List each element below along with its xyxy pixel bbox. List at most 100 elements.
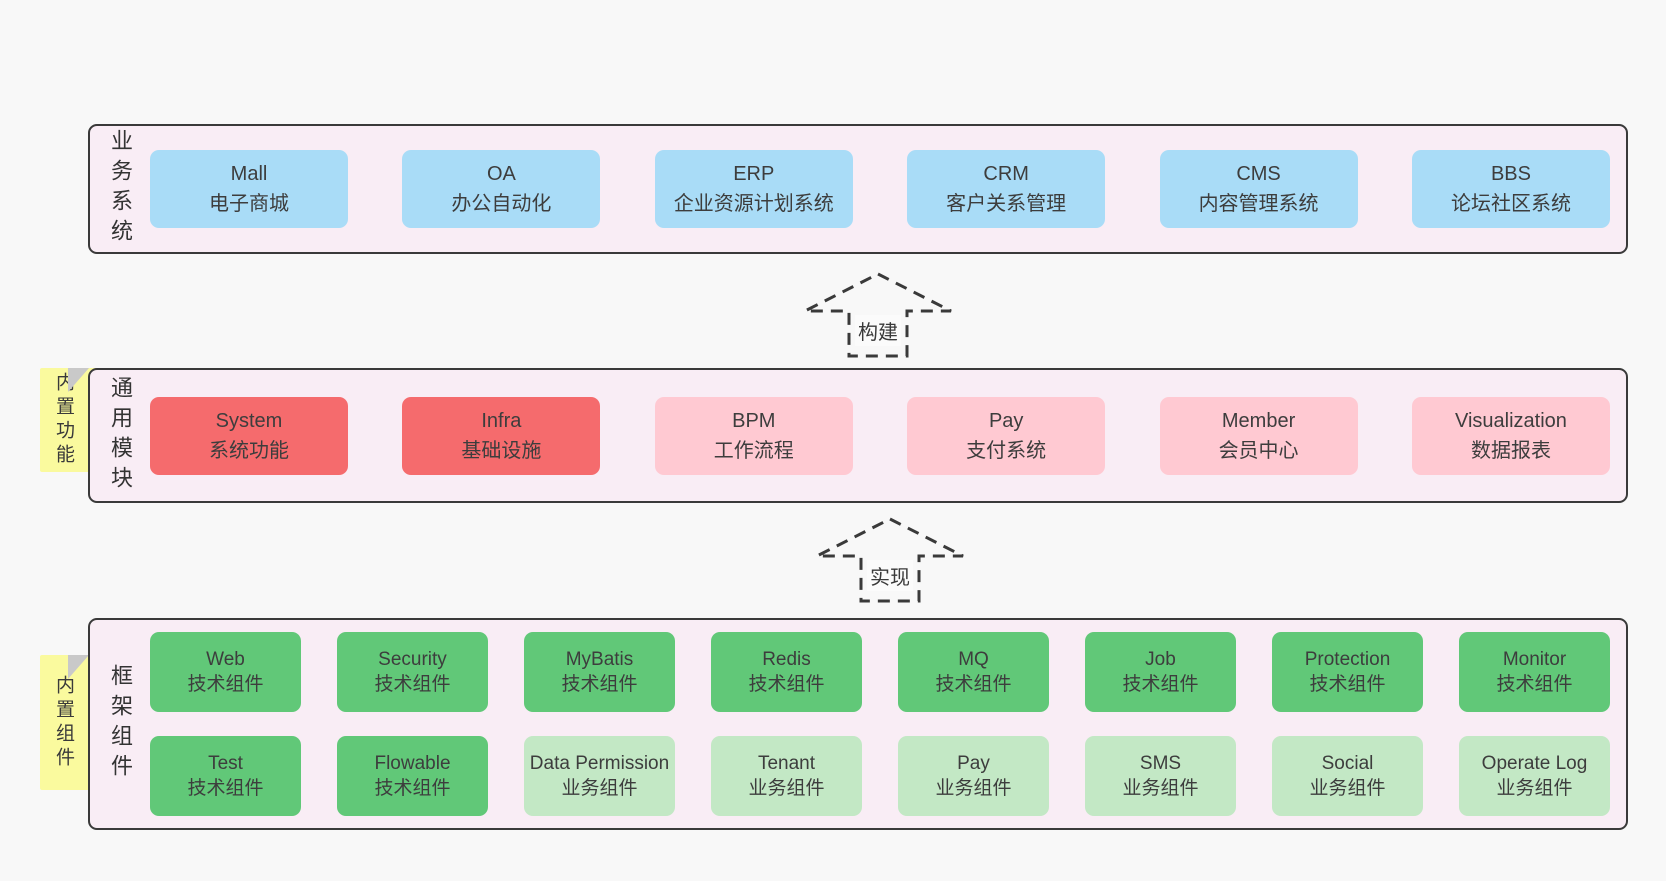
box-security: Security 技术组件 (337, 632, 488, 712)
box-bpm: BPM 工作流程 (654, 396, 853, 475)
box-protection: Protection 技术组件 (1272, 632, 1423, 712)
box-data-permission: Data Permission 业务组件 (524, 736, 675, 816)
box-subtitle: 客户关系管理 (946, 193, 1067, 215)
box-title: Member (1221, 409, 1296, 432)
modules-box-row: System 系统功能 Infra 基础设施 BPM 工作流程 Pay 支付系统… (150, 396, 1610, 475)
box-subtitle: 技术组件 (1309, 674, 1386, 695)
box-subtitle: 数据报表 (1470, 439, 1551, 462)
box-subtitle: 业务组件 (1122, 778, 1199, 799)
box-title: Infra (481, 409, 522, 432)
box-subtitle: 业务组件 (1309, 778, 1386, 799)
box-title: Security (378, 648, 447, 670)
box-system: System 系统功能 (150, 396, 348, 475)
box-title: System (215, 409, 283, 432)
box-member: Member 会员中心 (1159, 396, 1358, 475)
box-mall: Mall 电子商城 (150, 150, 348, 228)
section-vertical-label: 通用模块 (90, 370, 150, 501)
up-arrow-icon (804, 272, 952, 358)
box-title: Flowable (374, 752, 451, 774)
box-title: Monitor (1502, 648, 1567, 670)
box-subtitle: 支付系统 (966, 439, 1047, 462)
box-subtitle: 技术组件 (1122, 674, 1199, 695)
box-subtitle: 工作流程 (713, 439, 794, 462)
sticky-note-label: 内置组件 (53, 674, 74, 771)
box-mybatis: MyBatis 技术组件 (524, 632, 675, 712)
box-operate-log: Operate Log 业务组件 (1459, 736, 1610, 816)
box-title: Social (1321, 752, 1374, 774)
section-vertical-label: 框架组件 (90, 620, 150, 828)
dashed-up-arrow-implement: 实现 (815, 516, 965, 604)
box-title: Web (206, 648, 245, 670)
box-title: Pay (957, 752, 990, 774)
box-oa: OA 办公自动化 (402, 150, 601, 228)
sticky-note-label: 内置功能 (53, 372, 74, 468)
box-subtitle: 技术组件 (374, 674, 451, 695)
box-bbs: BBS 论坛社区系统 (1411, 150, 1610, 228)
box-title: MQ (958, 648, 989, 670)
box-subtitle: 会员中心 (1218, 439, 1299, 462)
box-pay-system: Pay 支付系统 (907, 396, 1106, 475)
box-title: CMS (1236, 163, 1281, 185)
box-monitor: Monitor 技术组件 (1459, 632, 1610, 712)
box-subtitle: 技术组件 (187, 778, 264, 799)
box-subtitle: 系统功能 (209, 439, 289, 462)
box-subtitle: 企业资源计划系统 (673, 193, 834, 215)
box-test: Test 技术组件 (150, 736, 301, 816)
components-box-row-2: Test 技术组件 Flowable 技术组件 Data Permission … (150, 736, 1610, 816)
box-subtitle: 业务组件 (748, 778, 825, 799)
box-web: Web 技术组件 (150, 632, 301, 712)
box-title: Visualization (1454, 409, 1567, 432)
box-title: ERP (733, 163, 775, 185)
box-subtitle: 技术组件 (935, 674, 1012, 695)
box-cms: CMS 内容管理系统 (1159, 150, 1358, 228)
section-title: 框架组件 (108, 664, 133, 784)
box-infra: Infra 基础设施 (402, 396, 601, 475)
box-subtitle: 内容管理系统 (1198, 193, 1319, 215)
box-subtitle: 业务组件 (561, 778, 638, 799)
box-title: Protection (1304, 648, 1391, 670)
box-title: Job (1145, 648, 1176, 670)
box-subtitle: 技术组件 (561, 674, 638, 695)
box-job: Job 技术组件 (1085, 632, 1236, 712)
arrow-label-build: 构建 (855, 315, 901, 346)
box-social: Social 业务组件 (1272, 736, 1423, 816)
box-mq: MQ 技术组件 (898, 632, 1049, 712)
box-flowable: Flowable 技术组件 (337, 736, 488, 816)
box-redis: Redis 技术组件 (711, 632, 862, 712)
box-subtitle: 技术组件 (748, 674, 825, 695)
box-subtitle: 技术组件 (374, 778, 451, 799)
box-sms: SMS 业务组件 (1085, 736, 1236, 816)
section-vertical-label: 业务系统 (90, 126, 150, 252)
box-title: BBS (1490, 163, 1531, 185)
box-title: Test (208, 752, 243, 774)
section-title: 通用模块 (108, 375, 133, 496)
box-title: Mall (230, 163, 268, 185)
box-subtitle: 技术组件 (187, 674, 264, 695)
box-title: Redis (762, 648, 811, 670)
box-subtitle: 业务组件 (935, 778, 1012, 799)
section-business-systems: 业务系统 Mall 电子商城 OA 办公自动化 ERP 企业资源计划系统 CRM… (88, 124, 1628, 254)
box-title: Tenant (757, 752, 816, 774)
box-erp: ERP 企业资源计划系统 (654, 150, 853, 228)
box-subtitle: 论坛社区系统 (1450, 193, 1571, 215)
dashed-up-arrow-build: 构建 (803, 271, 953, 359)
box-title: Pay (988, 409, 1024, 432)
box-title: SMS (1139, 752, 1182, 774)
box-subtitle: 业务组件 (1496, 778, 1573, 799)
up-arrow-icon (816, 517, 964, 603)
business-box-row: Mall 电子商城 OA 办公自动化 ERP 企业资源计划系统 CRM 客户关系… (150, 150, 1610, 228)
section-common-modules: 通用模块 System 系统功能 Infra 基础设施 BPM 工作流程 Pay… (88, 368, 1628, 503)
section-title: 业务系统 (108, 129, 133, 249)
box-subtitle: 办公自动化 (451, 193, 552, 215)
section-framework-components: 框架组件 Web 技术组件 Security 技术组件 MyBatis 技术组件… (88, 618, 1628, 830)
box-tenant: Tenant 业务组件 (711, 736, 862, 816)
box-title: MyBatis (565, 648, 634, 670)
box-subtitle: 电子商城 (209, 193, 289, 215)
arrow-label-implement: 实现 (867, 560, 913, 591)
box-title: Data Permission (529, 752, 670, 774)
box-subtitle: 基础设施 (461, 439, 542, 462)
box-title: Operate Log (1481, 752, 1588, 774)
box-crm: CRM 客户关系管理 (907, 150, 1106, 228)
folded-corner-icon (68, 368, 89, 392)
box-visualization: Visualization 数据报表 (1411, 396, 1610, 475)
